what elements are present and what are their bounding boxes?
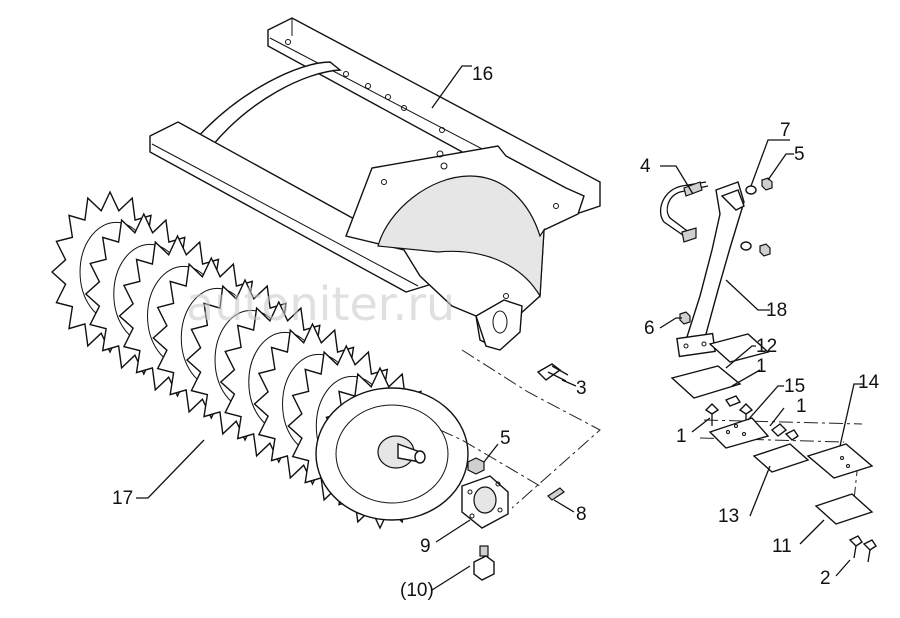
- scraper-plates: [670, 333, 877, 563]
- leader-lines: [136, 65, 864, 591]
- callout-11: 11: [772, 536, 792, 557]
- callout-5-lower: 5: [500, 428, 511, 449]
- callout-10: (10): [400, 580, 434, 601]
- callout-14: 14: [858, 372, 880, 393]
- callout-9: 9: [420, 536, 431, 557]
- callout-3: 3: [576, 378, 587, 399]
- assembly-lines: [439, 349, 863, 509]
- bearing-assembly: [461, 363, 569, 581]
- packer-roller: [50, 190, 469, 530]
- callout-5-upper: 5: [794, 144, 805, 165]
- watermark: autoniter.ru: [186, 277, 455, 331]
- callout-labels: 16 4 7 5 18 6 12 1 15 14 1 1 3 5 17 8 9 …: [112, 64, 880, 601]
- callout-1-right: 1: [796, 396, 807, 417]
- callout-6: 6: [644, 318, 655, 339]
- callout-18: 18: [766, 300, 787, 321]
- callout-15: 15: [784, 376, 805, 397]
- callout-8: 8: [576, 504, 587, 525]
- callout-1-left: 1: [676, 426, 687, 447]
- frame-assembly: [149, 17, 601, 351]
- callout-16: 16: [472, 64, 493, 85]
- callout-12: 12: [756, 336, 777, 357]
- callout-7: 7: [780, 120, 791, 141]
- callout-1-upper: 1: [756, 356, 767, 377]
- callout-2: 2: [820, 568, 831, 589]
- callout-4: 4: [640, 156, 651, 177]
- callout-13: 13: [718, 506, 739, 527]
- callout-17: 17: [112, 488, 133, 509]
- scraper-bracket: [659, 177, 773, 358]
